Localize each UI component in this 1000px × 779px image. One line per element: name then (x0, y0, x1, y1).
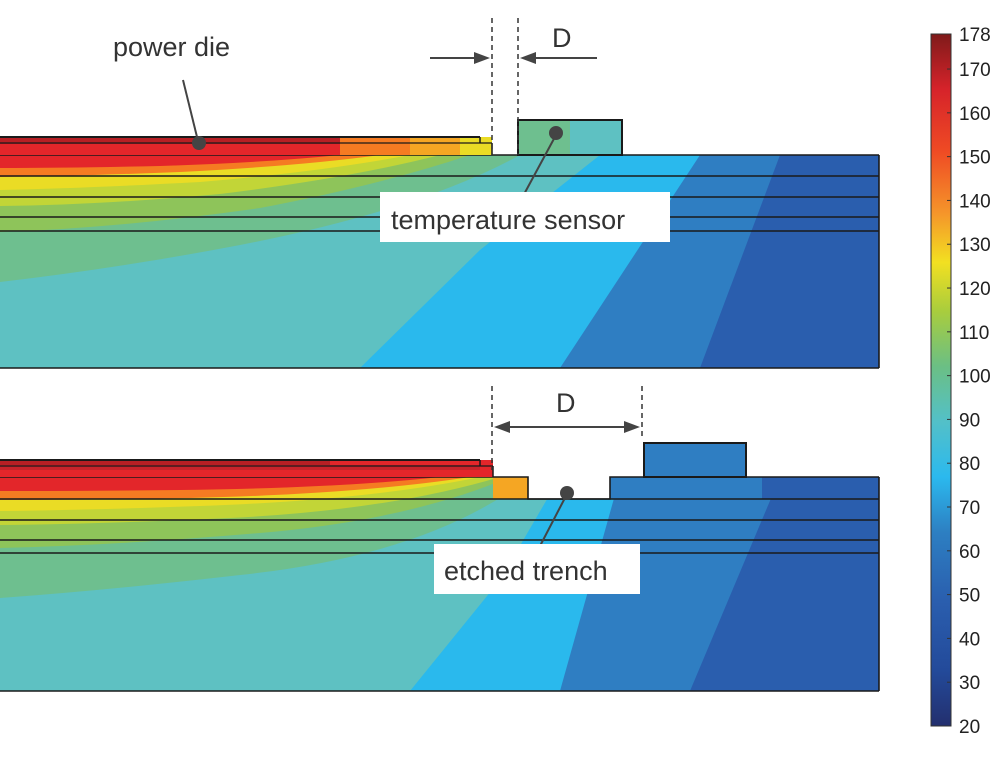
colorbar-tick-label: 70 (959, 498, 980, 519)
bottom-cross-section: D etched trench (0, 386, 880, 692)
top-power-die (0, 136, 493, 155)
temperature-sensor-label: temperature sensor (391, 205, 625, 235)
colorbar-tick-label: 20 (959, 717, 980, 738)
colorbar-tick-label: 40 (959, 629, 980, 650)
power-die-leader-line (182, 79, 199, 142)
colorbar-tick-label: 140 (959, 191, 991, 212)
colorbar-tick-label: 160 (959, 104, 991, 125)
temperature-colorbar: 178 170 160 150 140 130 120 110 100 90 80 70 60 50 40 3… (930, 25, 991, 738)
colorbar-gradient (930, 33, 952, 727)
colorbar-tick-label: 130 (959, 235, 991, 256)
top-distance-label: D (552, 23, 572, 53)
colorbar-tick-label: 80 (959, 454, 980, 475)
colorbar-tick-label: 100 (959, 367, 991, 388)
top-distance-dimension (430, 18, 597, 155)
etched-trench-label-box (434, 544, 640, 594)
colorbar-tick-label: 150 (959, 148, 991, 169)
colorbar-tick-label: 178 (959, 25, 991, 46)
power-die-marker (192, 136, 206, 150)
top-cross-section: D power die temperature sensor (0, 18, 880, 369)
bottom-temperature-sensor-block (643, 442, 747, 478)
etched-trench-leader-line (539, 493, 568, 547)
bottom-distance-dimension (491, 386, 643, 470)
temperature-sensor-marker (549, 126, 563, 140)
colorbar-tick-label: 110 (959, 323, 989, 344)
temperature-sensor-leader-line (521, 134, 557, 199)
top-temperature-sensor-block (517, 119, 623, 156)
etched-trench-marker (560, 486, 574, 500)
bottom-distance-label: D (556, 388, 576, 418)
colorbar-tick-label: 30 (959, 673, 980, 694)
temperature-sensor-label-box (380, 192, 670, 242)
etched-trench-label: etched trench (444, 556, 608, 586)
top-substrate-temperature-field (0, 155, 879, 368)
colorbar-tick-label: 60 (959, 542, 980, 563)
colorbar-tick-label: 170 (959, 60, 991, 81)
colorbar-tick-label: 50 (959, 586, 980, 607)
power-die-label: power die (113, 32, 230, 62)
colorbar-tick-label: 120 (959, 279, 991, 300)
colorbar-tick-label: 90 (959, 410, 980, 431)
colorbar-ticks: 178 170 160 150 140 130 120 110 100 90 80 70 60 50 40 3… (947, 25, 991, 738)
bottom-power-die (0, 459, 494, 477)
